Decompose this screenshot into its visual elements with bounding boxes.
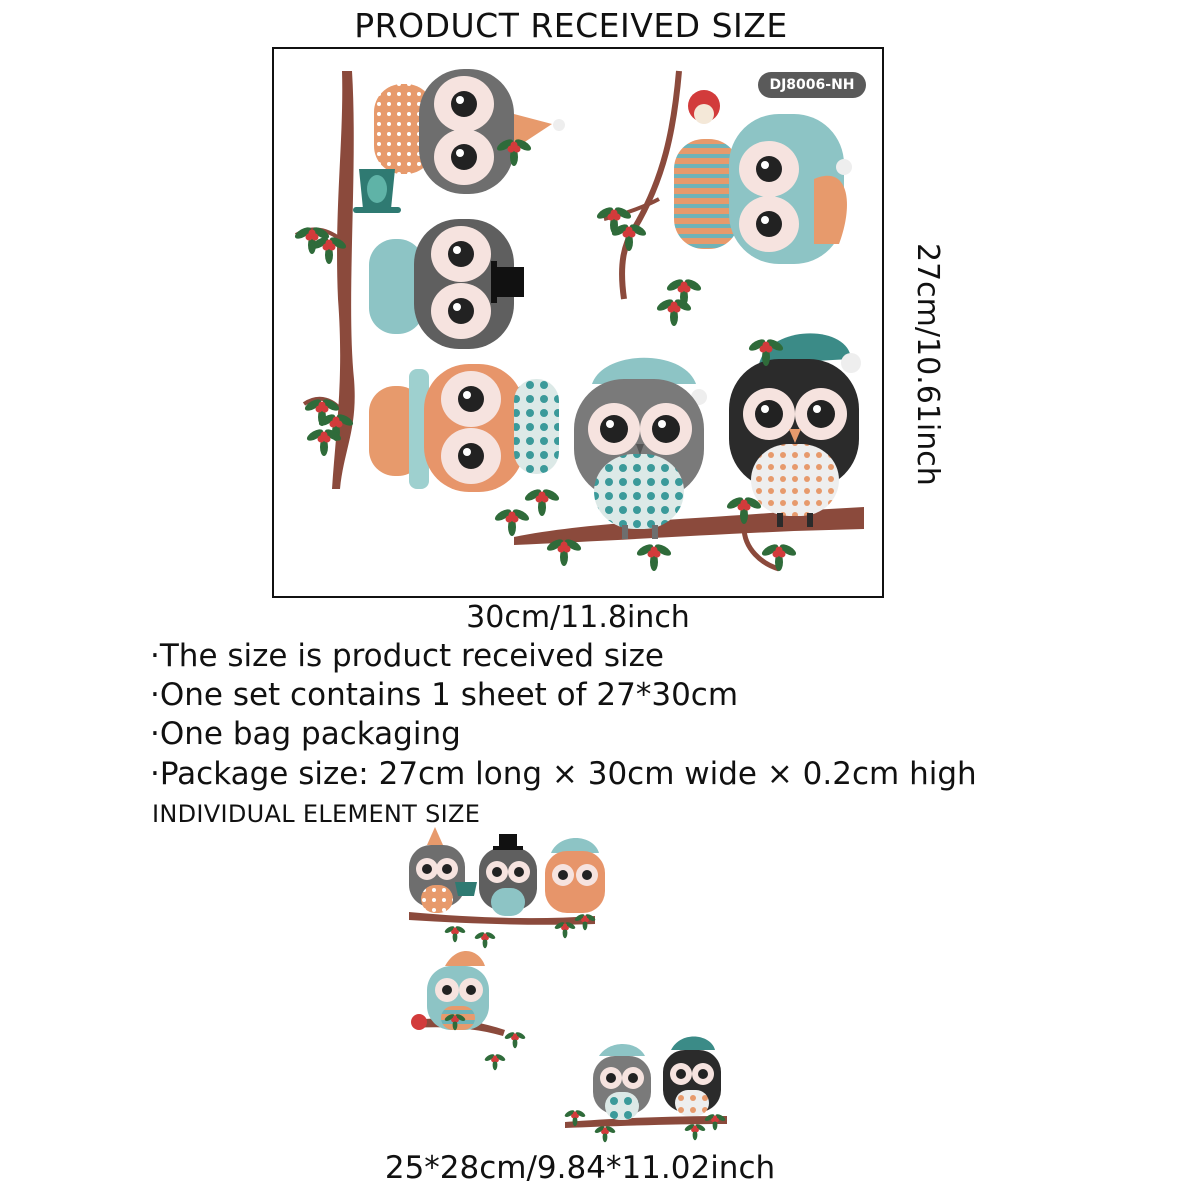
holly-decorations-small xyxy=(444,914,726,1143)
holly-sprig xyxy=(748,339,784,366)
holly-sprig xyxy=(656,299,692,326)
holly-sprig xyxy=(484,1054,506,1071)
individual-size-label: 25*28cm/9.84*11.02inch xyxy=(384,1150,776,1186)
detail-bullet: ·One set contains 1 sheet of 27*30cm xyxy=(150,677,739,713)
page-title: PRODUCT RECEIVED SIZE xyxy=(354,6,788,45)
holly-sprig xyxy=(546,539,582,566)
teacup xyxy=(353,169,401,213)
holly-sprig xyxy=(611,224,647,251)
holly-sprig xyxy=(574,914,596,931)
holly-sprig xyxy=(496,139,532,166)
owl-teal-topright xyxy=(674,90,852,264)
element-group-teal-owl xyxy=(411,950,505,1036)
owl-gray-standing xyxy=(574,357,707,539)
sticker-sheet: DJ8006-NH xyxy=(272,47,884,598)
left-branch xyxy=(294,71,355,489)
individual-elements-preview xyxy=(409,827,727,1143)
bottom-right-branch xyxy=(514,507,864,572)
detail-bullet: ·One bag packaging xyxy=(150,716,461,752)
holly-sprig xyxy=(294,227,330,254)
holly-sprig xyxy=(684,1124,706,1141)
holly-sprig xyxy=(524,489,560,516)
holly-sprig xyxy=(726,497,762,524)
owl-black-standing xyxy=(729,333,861,527)
holly-sprig xyxy=(554,922,576,939)
holly-sprig xyxy=(666,279,702,306)
sheet-illustration xyxy=(294,69,864,572)
holly-sprig xyxy=(494,509,530,536)
holly-sprig xyxy=(306,429,342,456)
holly-sprig xyxy=(564,1110,586,1127)
sheet-width-label: 30cm/11.8inch xyxy=(466,600,690,635)
product-code-badge: DJ8006-NH xyxy=(758,72,866,98)
holly-sprig xyxy=(761,544,797,571)
holly-sprig xyxy=(311,237,347,264)
holly-sprig xyxy=(444,1014,466,1031)
detail-bullet: ·Package size: 27cm long × 30cm wide × 0… xyxy=(150,756,977,792)
holly-sprig xyxy=(444,926,466,943)
element-group-two-owls xyxy=(565,1036,727,1128)
holly-sprig xyxy=(504,1032,526,1049)
holly-sprig xyxy=(596,207,632,234)
holly-decorations xyxy=(294,139,797,571)
owl-gray-left-top xyxy=(374,69,565,194)
top-right-branch xyxy=(603,70,682,300)
holly-sprig xyxy=(636,544,672,571)
element-group-three-owls xyxy=(409,827,605,925)
holly-sprig xyxy=(704,1114,726,1131)
owl-gray-tophat xyxy=(369,219,524,349)
individual-size-title: INDIVIDUAL ELEMENT SIZE xyxy=(152,800,481,828)
detail-bullet: ·The size is product received size xyxy=(150,638,664,674)
holly-sprig xyxy=(594,1126,616,1143)
owl-orange-left xyxy=(369,364,559,492)
holly-sprig xyxy=(474,932,496,949)
sheet-height-label: 27cm/10.61inch xyxy=(910,243,945,486)
